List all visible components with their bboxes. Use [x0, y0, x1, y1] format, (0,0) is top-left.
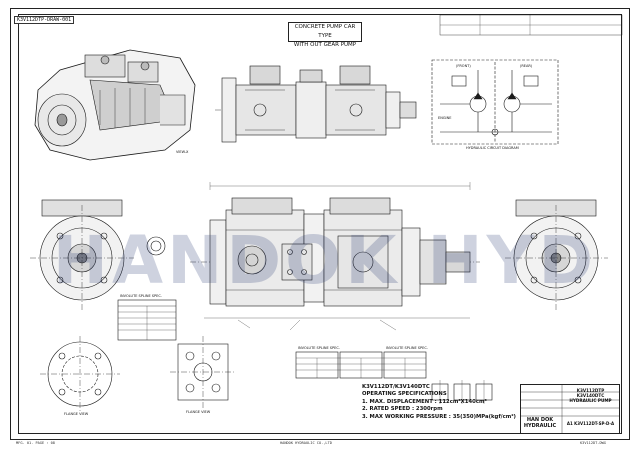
- title-block-grid: [439, 14, 623, 434]
- hydraulic-schematic: [431, 59, 559, 145]
- spline-detail-left: [117, 236, 177, 341]
- company-line-1: HAN DOK: [526, 417, 554, 423]
- model-line-3: HYDRAULIC PUMP: [569, 398, 612, 403]
- footer-right: K3V112DT-DWG: [580, 441, 606, 445]
- inner-border: [18, 14, 622, 434]
- footer-center: HANDOK HYDRAULIC CO.,LTD: [280, 441, 332, 445]
- title-line-1: CONCRETE PUMP CAR TYPE: [294, 24, 356, 39]
- spline-spec-tables: [295, 351, 427, 379]
- model-line-2: K3V140DTC: [576, 393, 605, 398]
- drawing-number: A1 K3V112DT-SP-D-A: [566, 421, 615, 426]
- model-line-1: K3V112DTP: [576, 388, 605, 393]
- operating-specifications: K3V112DT/K3V140DTC OPERATING SPECIFICATI…: [362, 384, 542, 421]
- left-end-view: [30, 199, 134, 310]
- title-block: [520, 384, 620, 434]
- spec-line-3: 3. MAX WORKING PRESSURE : 35(350)MPa(kgf…: [362, 413, 516, 420]
- section-details: [431, 380, 493, 404]
- flange-detail-center: [170, 336, 236, 408]
- flange-caption-1: FLANGE VIEW: [64, 412, 89, 416]
- isometric-pump-view: [34, 49, 196, 161]
- spline-spec-label-2: INVOLUTE SPLINE SPEC.: [298, 346, 340, 350]
- spec-heading: OPERATING SPECIFICATIONS: [362, 391, 447, 398]
- flange-detail-left: [40, 336, 120, 412]
- outer-border: [10, 8, 630, 440]
- company-name: HAN DOK HYDRAULIC: [520, 417, 560, 434]
- schematic-caption: HYDRAULIC CIRCUIT DIAGRAM: [466, 146, 519, 150]
- drawing-title-box: CONCRETE PUMP CAR TYPE WITH OUT GEAR PUM…: [288, 22, 362, 48]
- engine-label: ENGINE: [438, 116, 452, 120]
- front-label: (FRONT): [456, 64, 471, 68]
- spec-line-1: 1. MAX. DISPLACEMENT : 112cm³X140cm³: [362, 398, 487, 405]
- spline-spec-label-3: INVOLUTE SPLINE SPEC.: [386, 346, 428, 350]
- spec-model: K3V112DT/K3V140DTC: [362, 384, 430, 390]
- rear-label: (REAR): [520, 64, 533, 68]
- corner-code: K3V112DTP-DRAW-001: [14, 16, 75, 24]
- right-end-view: [505, 199, 608, 310]
- model-name: K3V112DTP K3V140DTC HYDRAULIC PUMP: [563, 388, 618, 403]
- top-side-view: [215, 65, 417, 143]
- flange-caption-2: FLANGE VIEW: [186, 410, 211, 414]
- company-line-2: HYDRAULIC: [523, 423, 557, 429]
- main-front-view: [190, 182, 480, 331]
- title-line-2: WITH OUT GEAR PUMP: [293, 42, 357, 48]
- spec-line-2: 2. RATED SPEED : 2300rpm: [362, 406, 443, 413]
- view-label: VIEW-X: [176, 150, 189, 154]
- footer-left: MFG. 01. PAGE : 08: [16, 441, 55, 445]
- spline-spec-label-1: INVOLUTE SPLINE SPEC.: [120, 294, 162, 298]
